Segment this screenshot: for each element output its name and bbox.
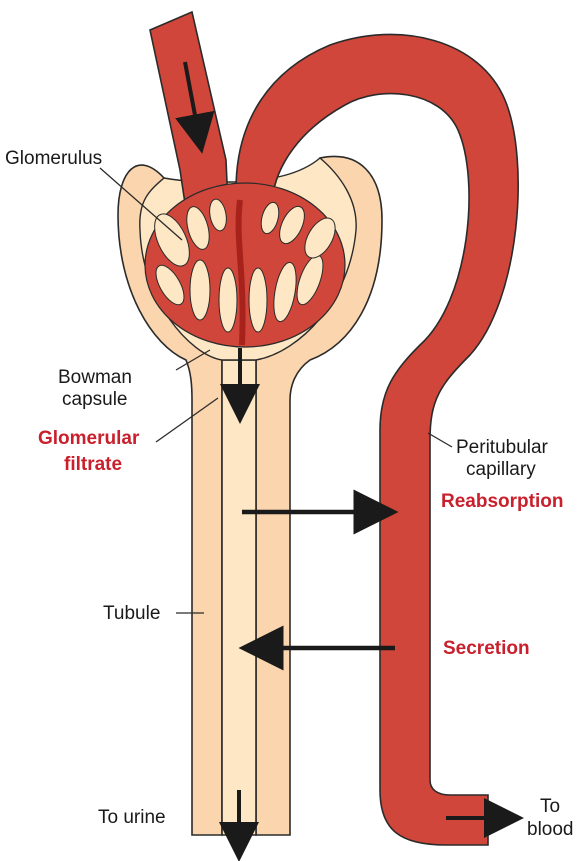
label-bowman-capsule-2: capsule [62,389,128,410]
label-to-urine: To urine [98,807,166,828]
label-reabsorption: Reabsorption [441,491,563,512]
label-secretion: Secretion [443,638,530,659]
label-to-blood-2: blood [527,819,574,840]
label-bowman-capsule-1: Bowman [58,367,132,388]
label-peritubular-capillary-2: capillary [466,459,536,480]
peritubular-leader [428,433,452,447]
label-tubule: Tubule [103,603,160,624]
label-glomerulus: Glomerulus [5,148,102,169]
glomerulus-tuft [145,183,345,347]
label-glomerular-filtrate-1: Glomerular [38,428,140,449]
label-to-blood-1: To [540,796,560,817]
label-glomerular-filtrate-2: filtrate [64,454,122,475]
tubule-lumen [222,360,256,835]
label-peritubular-capillary-1: Peritubular [456,437,549,458]
